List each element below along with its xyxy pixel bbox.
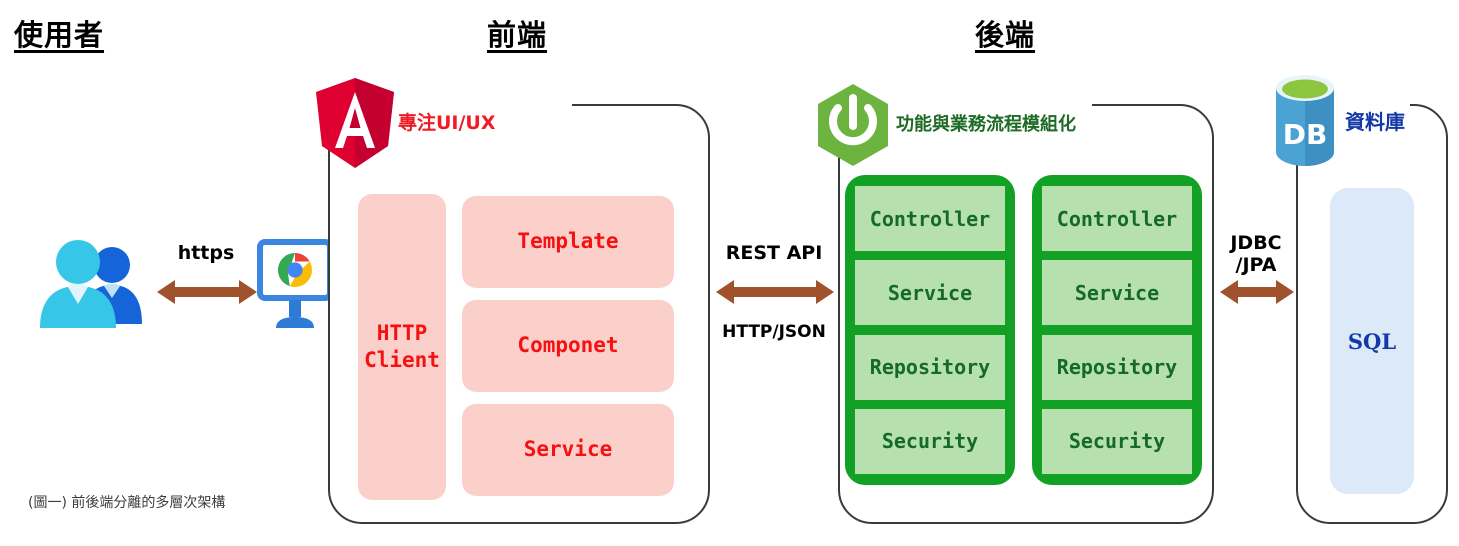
backend-m2-layer-security: Security: [1042, 408, 1192, 474]
sql-box: SQL: [1330, 188, 1414, 494]
backend-m1-layer-security: Security: [855, 408, 1005, 474]
jdbc-label-line2: /JPA: [1235, 254, 1277, 277]
figure-caption: (圖一) 前後端分離的多層次架構: [28, 495, 226, 511]
angular-caption: 專注UI/UX: [398, 112, 496, 134]
frontend-layer-service: Service: [462, 404, 674, 496]
backend-m1-layer-repository: Repository: [855, 334, 1005, 400]
backend-module-2: Controller Service Repository Security: [1032, 175, 1202, 485]
http-client-line2: Client: [364, 348, 440, 372]
section-title-user: 使用者: [14, 18, 105, 52]
http-json-label: HTTP/JSON: [722, 322, 826, 342]
section-title-backend: 後端: [975, 18, 1036, 52]
http-client-line1: HTTP: [376, 320, 428, 345]
backend-m2-layer-service: Service: [1042, 260, 1192, 326]
frontend-layer-template: Template: [462, 196, 674, 288]
database-caption: 資料庫: [1345, 110, 1405, 134]
backend-module-1: Controller Service Repository Security: [845, 175, 1015, 485]
jdbc-jpa-label: JDBC /JPA: [1216, 232, 1296, 277]
frontend-http-client-box: HTTP Client: [358, 194, 446, 500]
backend-m2-layer-repository: Repository: [1042, 334, 1192, 400]
https-label: https: [177, 242, 235, 264]
chrome-browser-icon: [257, 239, 333, 338]
spring-boot-leaf-icon: [812, 82, 894, 168]
arrow-user-to-browser: [155, 275, 259, 309]
arrow-backend-to-database: [1218, 275, 1296, 309]
backend-m1-layer-controller: Controller: [855, 186, 1005, 251]
jdbc-label-line1: JDBC: [1230, 232, 1282, 254]
arrow-frontend-to-backend: [714, 275, 836, 309]
spring-caption: 功能與業務流程模組化: [896, 114, 1076, 135]
frontend-layer-componet: Componet: [462, 300, 674, 392]
database-cylinder-icon: DB: [1274, 72, 1336, 168]
svg-text:DB: DB: [1283, 118, 1328, 151]
backend-m1-layer-service: Service: [855, 260, 1005, 326]
users-group-icon: [38, 238, 150, 330]
angular-shield-icon: [312, 76, 398, 172]
backend-m2-layer-controller: Controller: [1042, 186, 1192, 251]
section-title-frontend: 前端: [487, 18, 548, 52]
http-client-label: HTTP Client: [364, 320, 440, 375]
rest-api-label: REST API: [725, 242, 823, 264]
backend-panel-top-mask: [842, 100, 1092, 122]
